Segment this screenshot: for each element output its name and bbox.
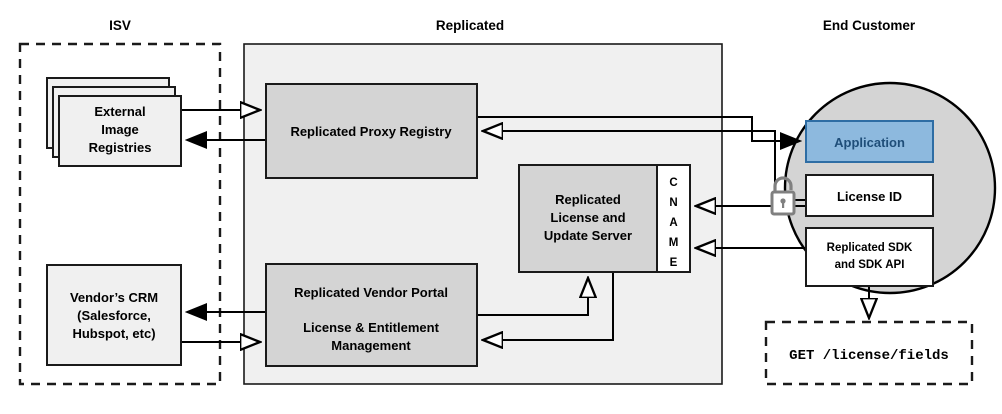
vendors-crm-node[interactable]: Vendor’s CRM (Salesforce, Hubspot, etc)	[46, 264, 182, 366]
license-server-label-line-3: Update Server	[544, 228, 632, 243]
zone-title-isv: ISV	[109, 18, 131, 33]
license-update-server-box	[518, 164, 658, 273]
replicated-sdk-label-line-1: Replicated SDK	[827, 242, 913, 254]
application-label: Application	[834, 135, 905, 150]
cname-box	[656, 164, 691, 273]
license-server-label-line-1: Replicated	[555, 192, 621, 207]
license-id-label: License ID	[837, 189, 902, 204]
cname-node[interactable]: C N A M E	[656, 164, 691, 273]
application-box	[805, 120, 934, 163]
cname-letter-c: C	[669, 177, 677, 189]
application-node[interactable]: Application	[805, 120, 934, 163]
registry-stack-front	[58, 95, 182, 167]
api-request-boundary	[764, 320, 974, 386]
connector-vendor-portal-to-license-server	[477, 278, 588, 316]
replicated-sdk-label-line-2: and SDK API	[835, 259, 905, 271]
license-id-box	[805, 174, 934, 217]
cname-letter-e: E	[670, 257, 678, 269]
proxy-registry-box	[265, 83, 478, 179]
replicated-proxy-registry-node[interactable]: Replicated Proxy Registry	[265, 83, 478, 179]
vendor-portal-label-line-3: Management	[331, 338, 411, 353]
api-request-node[interactable]: GET /license/fields	[764, 320, 974, 386]
vendor-portal-box	[265, 263, 478, 367]
unlock-icon-keyhole	[780, 198, 786, 204]
unlock-icon	[770, 176, 796, 216]
connector-license-server-to-vendor-portal	[483, 272, 614, 340]
registry-label-line-1: External	[94, 104, 145, 119]
vendor-portal-label-line-1: Replicated Vendor Portal	[294, 285, 448, 300]
proxy-registry-label: Replicated Proxy Registry	[290, 124, 452, 139]
isv-zone-boundary	[18, 42, 222, 386]
replicated-vendor-portal-node[interactable]: Replicated Vendor Portal License & Entit…	[265, 263, 478, 367]
vendors-crm-label-line-2: (Salesforce,	[77, 308, 151, 323]
vendor-portal-label-line-2: License & Entitlement	[303, 320, 439, 335]
vendors-crm-label-line-3: Hubspot, etc)	[72, 326, 155, 341]
license-server-label-line-2: License and	[550, 210, 625, 225]
external-image-registries-node[interactable]: External Image Registries	[46, 77, 182, 167]
cname-letter-n: N	[669, 197, 677, 209]
cname-letter-m: M	[669, 237, 679, 249]
replicated-sdk-node[interactable]: Replicated SDK and SDK API	[805, 227, 934, 287]
vendors-crm-box	[46, 264, 182, 366]
cname-letter-a: A	[669, 217, 677, 229]
registry-label-line-2: Image	[101, 122, 139, 137]
zone-title-replicated: Replicated	[436, 18, 504, 33]
license-id-node[interactable]: License ID	[805, 174, 934, 217]
registry-label-line-3: Registries	[89, 140, 152, 155]
unlock-icon-keyslot	[782, 202, 785, 208]
api-request-label: GET /license/fields	[789, 348, 949, 364]
replicated-sdk-box	[805, 227, 934, 287]
license-update-server-node[interactable]: Replicated License and Update Server	[518, 164, 658, 273]
vendors-crm-label-line-1: Vendor’s CRM	[70, 290, 158, 305]
zone-title-end-customer: End Customer	[823, 18, 916, 33]
